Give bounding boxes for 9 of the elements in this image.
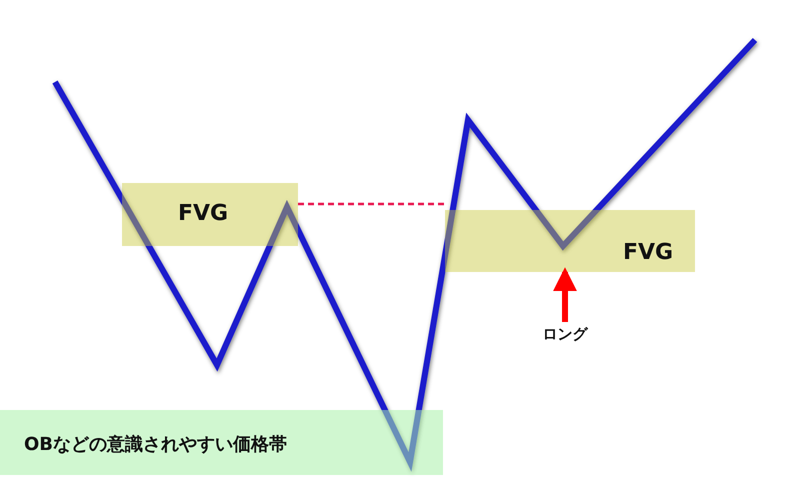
price-band-zone — [0, 410, 443, 475]
zone-label: FVG — [623, 240, 674, 265]
zone-label: FVG — [178, 201, 228, 226]
arrow — [553, 267, 577, 322]
price-gap-zone — [445, 210, 695, 272]
dashed-level-line — [298, 202, 445, 206]
price-gap-zone — [122, 183, 298, 246]
entry-label: ロング — [530, 322, 600, 346]
zone-label: OBなどの意識されやすい価格帯 — [24, 433, 288, 456]
